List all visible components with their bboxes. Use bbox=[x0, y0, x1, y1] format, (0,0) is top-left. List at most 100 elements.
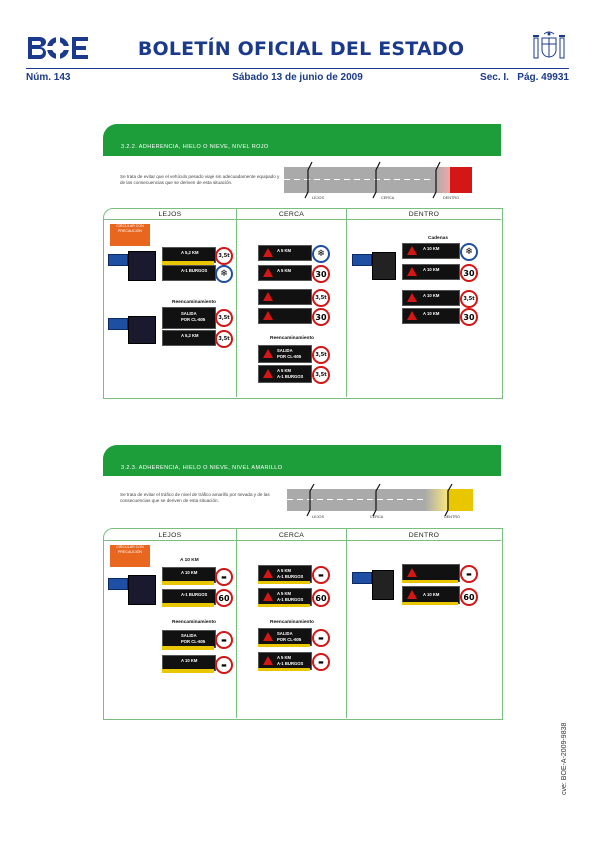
speed-limit-icon: 30 bbox=[460, 264, 478, 282]
panel1-dentro-device bbox=[352, 254, 372, 266]
panel2-device-sign bbox=[108, 578, 128, 590]
warning-icon bbox=[263, 248, 273, 257]
no-trucks-icon: ▬ bbox=[215, 568, 233, 586]
vms-text: A 10 KM bbox=[181, 570, 198, 575]
speed-limit-icon: 60 bbox=[312, 589, 330, 607]
panel2-caution-note: CIRCULAR CON PRECAUCIÓN bbox=[110, 545, 150, 567]
panel1-dentro-vms-3: A 10 KM bbox=[402, 290, 460, 306]
warning-icon bbox=[263, 292, 273, 301]
vms-text: POR CL-605 bbox=[277, 354, 302, 359]
panel1-dentro-panel bbox=[372, 252, 396, 280]
vms-text: A-1 BURGOS bbox=[181, 592, 208, 597]
vms-text: POR CL-605 bbox=[277, 637, 302, 642]
panel1-cerca-vms-1: A 5 KM bbox=[258, 245, 312, 261]
panel2-col-divider-2 bbox=[346, 529, 347, 718]
panel2-road-label-dentro: DENTRO bbox=[444, 515, 461, 519]
vms-text: A 10 KM bbox=[423, 592, 440, 597]
panel2-col-dentro: DENTRO bbox=[408, 532, 440, 539]
boe-logo bbox=[26, 36, 90, 60]
panel1-dentro-vms-2: A 10 KM bbox=[402, 264, 460, 280]
vms-text: A 5 KM bbox=[277, 268, 292, 273]
vms-text: A 5,2 KM bbox=[181, 333, 199, 338]
vms-text: SALIDA bbox=[181, 311, 197, 316]
caution-text: CIRCULAR CON PRECAUCIÓN bbox=[116, 224, 144, 233]
weight-limit-icon: 3,5t bbox=[215, 309, 233, 327]
panel2-lejos-top-label: A 10 KM bbox=[180, 558, 199, 563]
panel1-col-lejos: LEJOS bbox=[158, 211, 182, 218]
vms-text: A 10 KM bbox=[423, 293, 440, 298]
vms-text: POR CL-605 bbox=[181, 639, 206, 644]
weight-limit-icon: 3,5t bbox=[215, 247, 233, 265]
panel2-road-label-cerca: CERCA bbox=[370, 515, 384, 519]
issue-number: Núm. 143 bbox=[26, 72, 71, 83]
vms-text: SALIDA bbox=[181, 633, 197, 638]
no-trucks-icon: ▬ bbox=[312, 653, 330, 671]
panel1-lejos-subtitle: Reencaminamiento bbox=[172, 300, 216, 305]
panel1-road-diagram bbox=[284, 167, 472, 193]
panel2-dentro-panel bbox=[372, 570, 394, 600]
panel1-vms-4: A 5,2 KM bbox=[162, 330, 216, 346]
panel2-cerca-bar-3 bbox=[258, 644, 310, 647]
panel1-device-panel bbox=[128, 251, 156, 281]
panel1-cerca-vms-5: SALIDA POR CL-605 bbox=[258, 345, 312, 363]
vms-text: A 5 KM bbox=[277, 591, 292, 596]
panel2-cerca-bar-1 bbox=[258, 581, 310, 584]
vms-text: A 10 KM bbox=[181, 658, 198, 663]
weight-limit-icon: 3,5t bbox=[312, 346, 330, 364]
warning-icon bbox=[407, 293, 417, 302]
caution-text: CIRCULAR CON PRECAUCIÓN bbox=[116, 545, 144, 554]
panel2-lejos-subtitle: Reencaminamiento bbox=[172, 620, 216, 625]
warning-icon bbox=[407, 568, 417, 577]
panel1-vms-1-bar bbox=[162, 261, 214, 265]
vms-text: SALIDA bbox=[277, 631, 293, 636]
panel2-road-diagram bbox=[287, 489, 473, 511]
speed-limit-icon: 30 bbox=[460, 308, 478, 326]
no-trucks-icon: ▬ bbox=[215, 631, 233, 649]
panel1-road-label-lejos: LEJOS bbox=[312, 196, 325, 200]
panel2-description: Se trata de evitar el tráfico de nivel d… bbox=[120, 492, 270, 503]
panel2-cerca-vms-3: SALIDA POR CL-605 bbox=[258, 628, 312, 646]
panel2-title: 3.2.3. ADHERENCIA, HIELO O NIEVE, NIVEL … bbox=[121, 465, 283, 471]
snow-chains-icon: ❄ bbox=[215, 265, 233, 283]
warning-icon bbox=[407, 267, 417, 276]
panel1-road-label-cerca: CERCA bbox=[381, 196, 395, 200]
vms-text: A-1 BURGOS bbox=[277, 374, 304, 379]
warning-icon bbox=[407, 246, 417, 255]
panel1-title-bar bbox=[103, 124, 501, 156]
vms-text: A 10 KM bbox=[423, 267, 440, 272]
panel1-cerca-vms-3 bbox=[258, 289, 312, 305]
vms-text: A-1 BURGOS bbox=[277, 597, 304, 602]
panel1-description: Se trata de evitar que el vehículo pesad… bbox=[120, 174, 280, 185]
panel1-vms-2: A-1 BURGOS bbox=[162, 265, 216, 281]
panel1-col-dentro: DENTRO bbox=[408, 211, 440, 218]
cve-identifier: cve: BOE-A-2009-9838 bbox=[561, 722, 568, 795]
vms-text: A 5 KM bbox=[277, 568, 292, 573]
panel1-road-markers bbox=[304, 161, 441, 199]
speed-limit-icon: 60 bbox=[215, 589, 233, 607]
vms-text: A 10 KM bbox=[423, 311, 440, 316]
panel2-title-bar bbox=[103, 445, 501, 476]
issue-date: Sábado 13 de junio de 2009 bbox=[232, 72, 363, 83]
vms-text: A-1 BURGOS bbox=[181, 268, 208, 273]
panel2-col-lejos: LEJOS bbox=[158, 532, 182, 539]
panel2-road-label-lejos: LEJOS bbox=[312, 515, 325, 519]
panel2-device-panel bbox=[128, 575, 156, 605]
vms-text: A 5,2 KM bbox=[181, 250, 199, 255]
warning-icon bbox=[263, 656, 273, 665]
snow-chains-icon: ❄ bbox=[312, 245, 330, 263]
weight-limit-icon: 3,5t bbox=[460, 290, 478, 308]
vms-text: A 5 KM bbox=[277, 368, 292, 373]
panel1-dentro-vms-1: A 10 KM bbox=[402, 243, 460, 259]
yellow-zone bbox=[447, 489, 473, 511]
vms-text: A 10 KM bbox=[423, 246, 440, 251]
no-trucks-icon: ▬ bbox=[312, 629, 330, 647]
no-trucks-icon: ▬ bbox=[312, 566, 330, 584]
warning-icon bbox=[263, 592, 273, 601]
header-rule bbox=[26, 68, 569, 69]
panel1-device-panel-2 bbox=[128, 316, 156, 344]
panel1-header-rule bbox=[104, 219, 501, 220]
warning-icon bbox=[263, 349, 273, 358]
panel1-vms-3: SALIDA POR CL-605 bbox=[162, 307, 216, 329]
panel1-road-label-dentro: DENTRO bbox=[443, 196, 460, 200]
warning-icon bbox=[263, 369, 273, 378]
